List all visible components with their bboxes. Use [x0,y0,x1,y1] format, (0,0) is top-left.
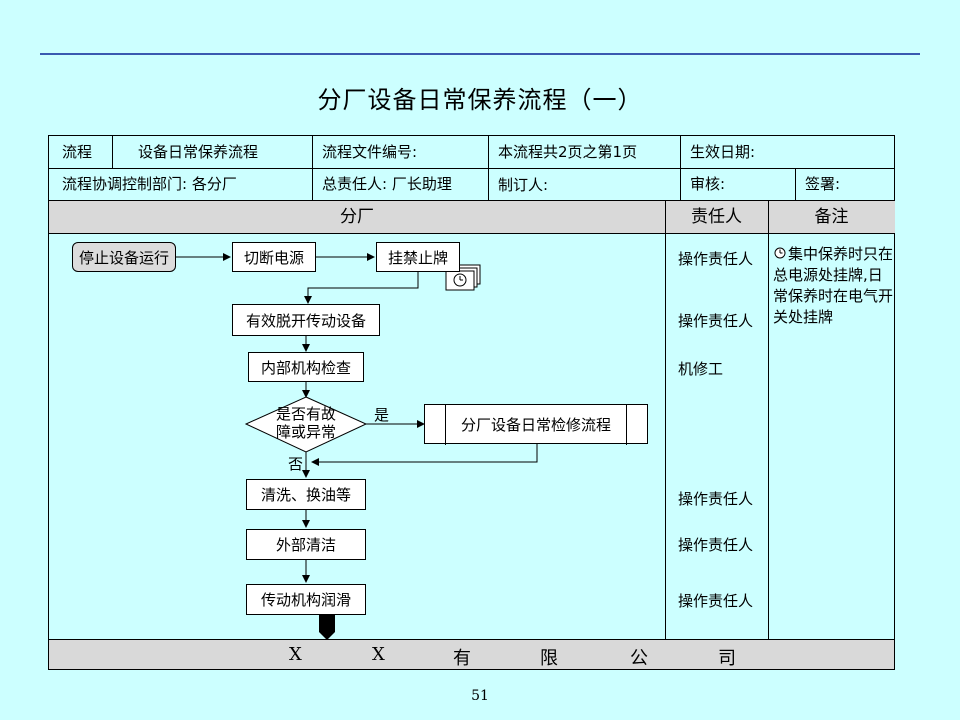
node-repair-process: 分厂设备日常检修流程 [424,404,648,445]
header-divider [49,168,895,169]
decision-diamond [244,396,368,453]
remarks-note-text: 集中保养时只在总电源处挂牌,日常保养时在电气开关处挂牌 [773,245,894,326]
label-no: 否 [288,455,304,473]
header-bottom [49,200,895,201]
footer-top [49,639,895,640]
node-hang-sign: 挂禁止牌 [376,242,460,272]
top-rule [40,53,920,55]
footer-char: 司 [718,648,736,669]
node-internal-inspect: 内部机构检查 [248,352,364,382]
page-number: 51 [471,688,489,704]
process-label: 流程 [62,143,93,161]
header-sep [488,136,489,200]
footer-band [49,640,894,669]
footer-char: X [289,644,302,665]
responsible-5: 操作责任人 [678,536,754,554]
dept-label: 流程协调控制部门: 各分厂 [62,175,237,193]
decision-label-line1: 是否有故 [275,405,336,423]
column-branch: 分厂 [340,207,374,227]
column-header-bottom [49,233,895,234]
column-responsible: 责任人 [691,207,742,227]
node-lubricate-drive: 传动机构润滑 [246,584,366,615]
repair-process-label: 分厂设备日常检修流程 [460,415,611,434]
owner-label: 总责任人: 厂长助理 [322,175,452,193]
predefined-process-bar [445,405,446,445]
page-info: 本流程共2页之第1页 [498,143,638,161]
process-name: 设备日常保养流程 [138,143,259,161]
responsible-4: 操作责任人 [678,490,754,508]
process-table [48,135,895,670]
header-sep [312,136,313,200]
author-label: 制订人: [498,176,549,194]
footer-char: X [372,644,385,665]
column-sep [768,201,769,640]
node-stop-equipment: 停止设备运行 [72,242,176,272]
effective-date-label: 生效日期: [690,143,756,161]
node-clean-oil-change: 清洗、换油等 [246,479,366,510]
node-cut-power: 切断电源 [232,242,316,272]
predefined-process-bar [626,405,627,445]
label-yes: 是 [374,406,390,424]
responsible-2: 操作责任人 [678,312,754,330]
responsible-1: 操作责任人 [678,250,754,268]
doc-no-label: 流程文件编号: [322,143,418,161]
column-header-band [49,201,895,233]
header-sep [680,136,681,200]
responsible-6: 操作责任人 [678,592,754,610]
remarks-note: 集中保养时只在总电源处挂牌,日常保养时在电气开关处挂牌 [773,244,895,328]
footer-char: 公 [630,648,648,669]
column-sep [665,201,666,640]
node-disconnect-drive: 有效脱开传动设备 [232,304,380,336]
header-sep [112,136,113,168]
page-title: 分厂设备日常保养流程（一） [317,86,643,114]
review-label: 审核: [690,175,726,193]
footer-char: 限 [540,648,558,669]
header-sep [795,168,796,200]
decision-label: 是否有故 障或异常 [270,405,342,441]
node-exterior-clean: 外部清洁 [246,529,366,560]
decision-label-line2: 障或异常 [275,423,336,441]
footer-char: 有 [453,648,471,669]
responsible-3: 机修工 [678,360,724,378]
sign-label: 签署: [805,175,841,193]
column-remarks: 备注 [814,207,849,227]
